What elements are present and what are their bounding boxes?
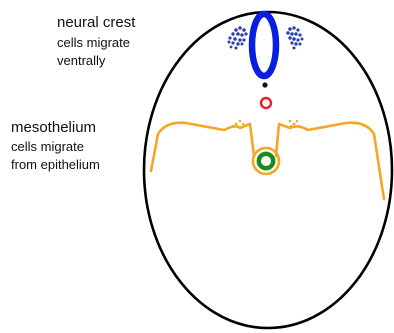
mesothelium-caption-line2: from epithelium <box>11 158 100 171</box>
mesothelium-left <box>151 123 254 171</box>
gut-endoderm-ring <box>259 154 273 168</box>
mesothelium-right <box>276 123 384 199</box>
neural-crest-caption-line2: ventrally <box>57 54 105 67</box>
mesothelium-label: mesothelium <box>11 120 96 135</box>
neural-crest-cells-left <box>228 26 248 49</box>
notochord-dot <box>262 82 267 87</box>
neural-crest-cells-right <box>286 26 303 49</box>
red-circle <box>261 98 271 108</box>
mesothelium-caption-line1: cells migrate <box>11 140 84 153</box>
neural-crest-caption-line1: cells migrate <box>57 36 130 49</box>
neural-tube <box>252 14 276 76</box>
neural-crest-label: neural crest <box>57 15 135 30</box>
